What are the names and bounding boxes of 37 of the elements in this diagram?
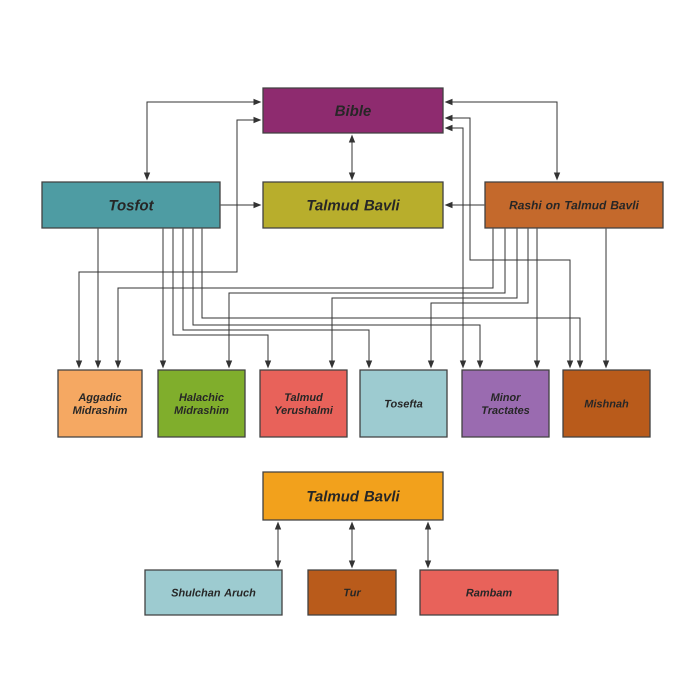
arrow (274, 522, 282, 568)
arrow (192, 228, 484, 368)
source-box: Rashi on Talmud Bavli (484, 181, 664, 229)
arrow (328, 228, 518, 368)
source-box: Rambam (419, 569, 559, 616)
arrow (220, 202, 262, 208)
arrow (144, 98, 262, 180)
source-box: Minor Tractates (461, 369, 550, 438)
arrow (114, 228, 494, 368)
source-box: Tosefta (359, 369, 448, 438)
arrow (428, 228, 528, 368)
source-box: Talmud Yerushalmi (259, 369, 348, 438)
arrow (444, 98, 560, 180)
arrow (348, 134, 356, 180)
arrow (182, 228, 372, 368)
source-box: Bible (262, 87, 444, 134)
arrow (444, 202, 485, 208)
arrow (348, 522, 356, 568)
source-box: Shulchan Aruch (144, 569, 283, 616)
source-box: Talmud Bavli (262, 471, 444, 521)
arrow (160, 228, 166, 368)
arrow (424, 522, 432, 568)
arrow (76, 116, 262, 368)
arrow (444, 124, 466, 368)
source-box: Tosfot (41, 181, 221, 229)
source-box: Halachic Midrashim (157, 369, 246, 438)
arrow (172, 228, 272, 368)
arrow (444, 114, 574, 368)
source-box: Talmud Bavli (262, 181, 444, 229)
arrow (202, 228, 584, 368)
arrow (94, 228, 102, 368)
source-box: Tur (307, 569, 397, 616)
source-box: Mishnah (562, 369, 651, 438)
arrow (534, 228, 540, 368)
source-box: Aggadic Midrashim (57, 369, 143, 438)
arrow (602, 228, 610, 368)
arrow (226, 228, 506, 368)
